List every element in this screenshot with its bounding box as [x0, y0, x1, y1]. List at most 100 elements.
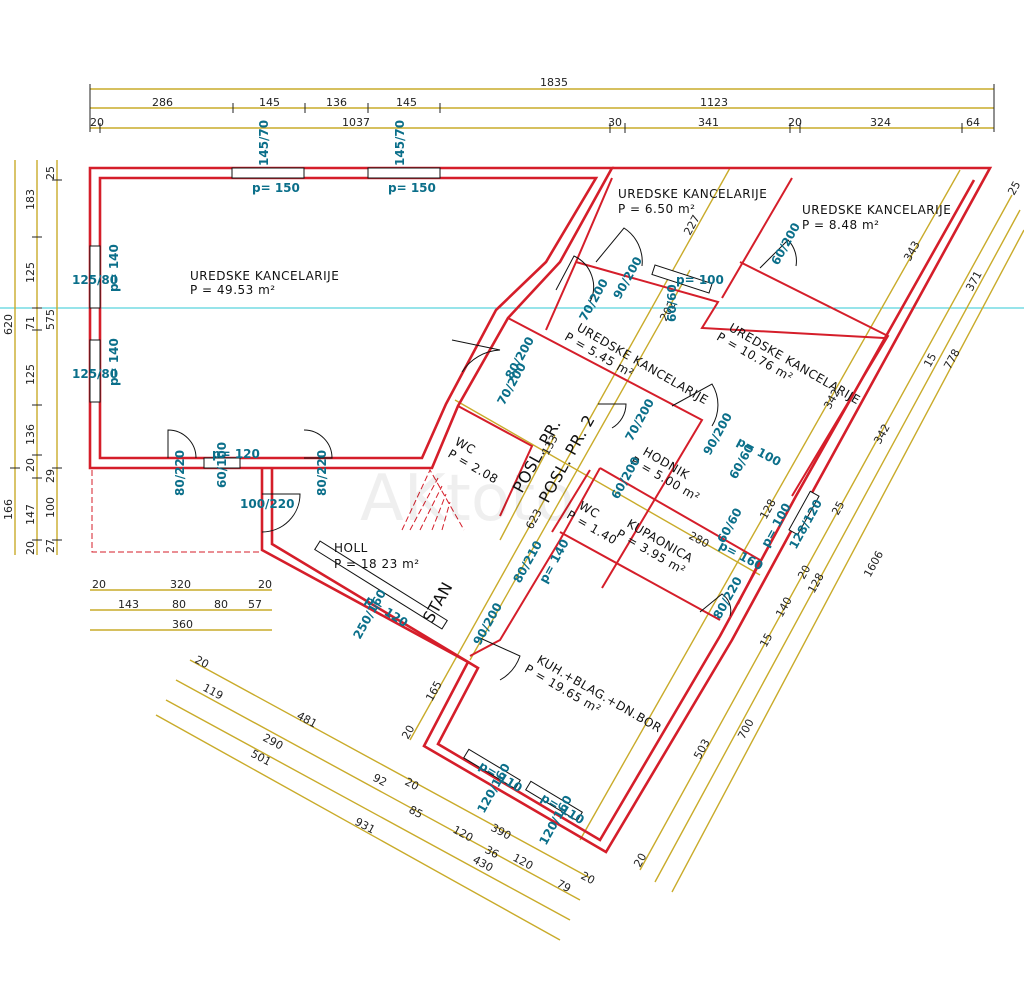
door-2-size: 80/220	[315, 450, 329, 496]
dim-left-147: 147	[24, 504, 37, 525]
dim-top-20b: 20	[788, 116, 802, 129]
dim-diag-290: 290	[261, 731, 286, 752]
dim-dr-342: 342	[871, 422, 893, 447]
dim-left-183: 183	[24, 189, 37, 210]
door-1-size: 80/220	[173, 450, 187, 496]
room-office-a-area: P = 6.50 m²	[618, 202, 695, 216]
window-5-label: p= 120	[212, 447, 260, 461]
dim-diag-931: 931	[353, 815, 378, 836]
watermark: AKtoto	[360, 462, 574, 536]
window-1-label: p= 150	[252, 181, 300, 195]
dim-bl-20a: 20	[92, 578, 106, 591]
dim-dr-1606: 1606	[861, 549, 886, 580]
dim-top-64: 64	[966, 116, 980, 129]
dim-left-136: 136	[24, 424, 37, 445]
window-6-label: p= 100	[676, 273, 724, 287]
window-2-label: p= 150	[388, 181, 436, 195]
dim-left-620: 620	[2, 314, 15, 335]
dim-top-1037: 1037	[342, 116, 370, 129]
dim-dr-20b: 20	[631, 851, 649, 870]
dim-top-145b: 145	[396, 96, 417, 109]
dim-left-575: 575	[44, 309, 57, 330]
door-5-size: 90/200	[610, 254, 645, 301]
dim-left-125b: 125	[24, 364, 37, 385]
door-12-size: 60/200	[608, 454, 643, 501]
dim-bl-360: 360	[172, 618, 193, 631]
dim-dr-503: 503	[691, 737, 713, 762]
top-dimensions: 1835 286 145 136 145 1123 20 1037 30 341…	[89, 76, 995, 133]
dim-top-30: 30	[608, 116, 622, 129]
door-7-size: 70/200	[622, 396, 657, 443]
window-1-size: 145/70	[257, 120, 271, 166]
outer-walls	[88, 166, 993, 854]
window-4-label: p= 140	[107, 338, 121, 386]
inner-walls	[457, 177, 890, 657]
stairs	[401, 468, 465, 531]
room-holl-name: HOLL	[334, 541, 368, 555]
dim-in-227: 227	[681, 213, 703, 238]
window-2-size: 145/70	[393, 120, 407, 166]
window-3-label: p= 140	[107, 244, 121, 292]
dim-dr-25b: 25	[829, 499, 847, 518]
dim-top-20a: 20	[90, 116, 104, 129]
dim-left-100: 100	[44, 497, 57, 518]
dim-diag-20a: 20	[193, 653, 211, 671]
room-kuhinja-name: KUH.+BLAG.+DN.BOR	[535, 652, 665, 735]
dim-diag-481: 481	[295, 709, 320, 730]
dim-diag-92: 92	[371, 771, 389, 789]
window-11-size: 60/60	[726, 442, 757, 482]
window-3-size: 125/80	[72, 273, 118, 287]
room-office-b-area: P = 8.48 m²	[802, 218, 879, 232]
dim-top-136: 136	[326, 96, 347, 109]
door-swings	[167, 227, 797, 681]
window-12-size: 60/60	[714, 506, 745, 546]
dim-bl-320: 320	[170, 578, 191, 591]
dim-left-20a: 20	[24, 458, 37, 472]
room-office-b-name: UREDSKE KANCELARIJE	[802, 203, 951, 217]
room-holl-area: P = 18 23 m²	[334, 557, 420, 571]
dim-dr-140: 140	[773, 595, 795, 620]
dim-dr-20a: 20	[795, 563, 813, 582]
window-6-size: 60/60	[665, 284, 679, 322]
dim-diag-85: 85	[407, 803, 425, 821]
label-stan: STAN	[419, 579, 457, 626]
terrace-outline	[91, 470, 262, 553]
dim-bl-80a: 80	[172, 598, 186, 611]
dim-top-286: 286	[152, 96, 173, 109]
dim-top-1123: 1123	[700, 96, 728, 109]
dim-top-total: 1835	[540, 76, 568, 89]
dim-in-20: 20	[399, 723, 417, 742]
dim-bl-57: 57	[248, 598, 262, 611]
window-openings	[89, 167, 820, 822]
dim-left-125a: 125	[24, 262, 37, 283]
door-3-size: 100/220	[240, 497, 294, 511]
left-dimensions: 620 166 183 125 71 125 136 20 147 20 25 …	[2, 160, 62, 555]
dim-in-280: 280	[687, 529, 712, 550]
dim-top-145a: 145	[259, 96, 280, 109]
dim-diag-20b: 20	[403, 775, 421, 793]
dim-dr-25a: 25	[1005, 179, 1023, 198]
dim-left-20b: 20	[24, 541, 37, 555]
door-9-size: 60/200	[768, 220, 803, 267]
diagonal-bottom-dimensions: 20 119 481 290 501 92 20 85 120 390 931 …	[155, 653, 597, 941]
dim-diag-20c: 20	[579, 869, 597, 887]
dim-left-166: 166	[2, 499, 15, 520]
dim-bl-143: 143	[118, 598, 139, 611]
dim-diag-79: 79	[555, 877, 573, 895]
dim-diag-36: 36	[483, 843, 501, 861]
door-8-size: 90/200	[700, 410, 735, 457]
room-office-main-name: UREDSKE KANCELARIJE	[190, 269, 339, 283]
room-office-main-area: P = 49.53 m²	[190, 283, 276, 297]
dim-left-25: 25	[44, 166, 57, 180]
dim-left-27: 27	[44, 539, 57, 553]
dim-diag-390: 390	[489, 821, 514, 842]
bottom-left-dimensions: 20 320 20 143 80 80 57 360	[90, 578, 272, 631]
dim-left-71: 71	[24, 316, 37, 330]
dim-dr-15b: 15	[757, 631, 775, 650]
dim-left-29: 29	[44, 469, 57, 483]
dim-diag-501: 501	[249, 747, 274, 768]
dim-dr-15a: 15	[921, 351, 939, 370]
dim-bl-20b: 20	[258, 578, 272, 591]
window-4-size: 125/80	[72, 367, 118, 381]
